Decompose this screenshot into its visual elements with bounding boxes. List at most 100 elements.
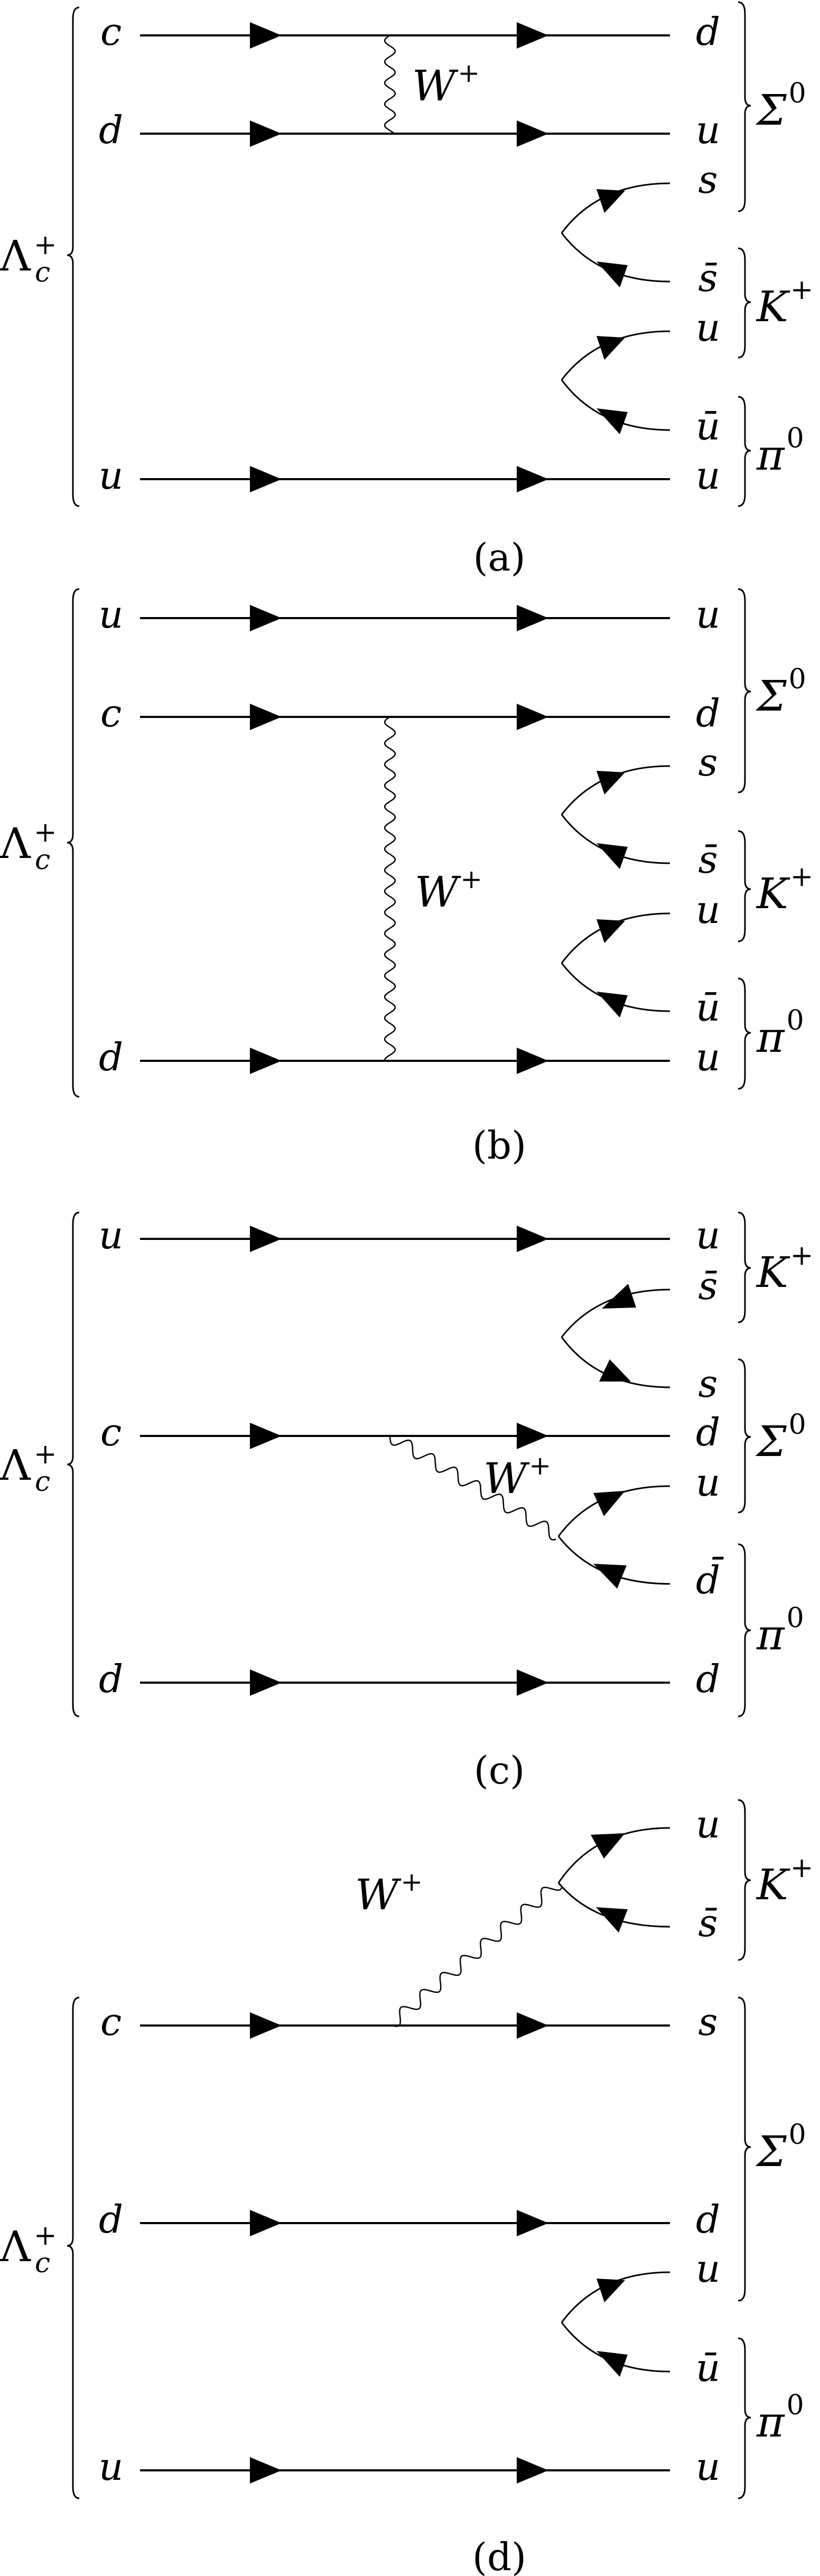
- final-quark-label: u: [696, 1213, 720, 1257]
- fermion-arrow-icon: [597, 2351, 628, 2377]
- initial-quark-label: u: [99, 2444, 123, 2489]
- initial-quark-label: d: [99, 1657, 123, 1701]
- fermion-arrow-icon: [602, 1284, 636, 1309]
- right-brace: [738, 1799, 751, 1961]
- final-quark-label: d: [696, 1410, 720, 1454]
- parent-baryon-symbol: Λ: [0, 1441, 31, 1490]
- parent-baryon-subscript: c: [35, 1466, 50, 1498]
- parent-baryon-subscript: c: [35, 2247, 50, 2279]
- hadron-charge: 0: [787, 1602, 804, 1634]
- fermion-arrow-icon: [597, 771, 625, 795]
- panel-caption: (d): [472, 2535, 526, 2576]
- fermion-arrow-icon: [597, 919, 625, 943]
- initial-quark-label: d: [99, 1035, 123, 1079]
- final-quark-label: s̄: [698, 837, 718, 882]
- fermion-arrow-icon: [517, 2210, 548, 2236]
- hadron-charge: 0: [789, 2119, 806, 2151]
- w-boson-charge: +: [400, 1866, 423, 1897]
- fermion-arrow-icon: [250, 120, 282, 147]
- w-boson-charge: +: [458, 58, 480, 88]
- final-quark-label: s: [698, 740, 718, 785]
- fermion-arrow-icon: [250, 605, 282, 631]
- w-boson-label: W+: [483, 1450, 551, 1503]
- quark-pair-lower-line: [557, 1536, 670, 1585]
- final-quark-label: ū: [696, 2346, 720, 2390]
- hadron-label: Σ0: [755, 78, 806, 135]
- fermion-arrow-icon: [517, 1226, 548, 1252]
- panel-caption: (c): [474, 1748, 525, 1793]
- hadron-charge: 0: [789, 664, 806, 695]
- final-quark-label: u: [696, 1035, 720, 1079]
- hadron-symbol: π: [756, 431, 785, 480]
- w-boson-charge: +: [529, 1450, 551, 1481]
- hadron-charge: +: [790, 1852, 814, 1884]
- final-quark-label: u: [696, 2444, 720, 2489]
- hadron-symbol: Σ: [755, 86, 787, 135]
- w-boson-label: W+: [355, 1866, 423, 1919]
- fermion-arrow-icon: [596, 1907, 628, 1933]
- hadron-label: Σ0: [755, 2119, 806, 2176]
- hadron-symbol: K: [756, 869, 790, 918]
- hadron-charge: +: [790, 861, 814, 893]
- quark-pair-upper-line: [561, 1289, 670, 1338]
- hadron-charge: +: [790, 1240, 814, 1272]
- right-brace: [738, 1, 751, 212]
- initial-quark-label: c: [100, 691, 122, 735]
- hadron-charge: +: [790, 274, 814, 306]
- parent-baryon-subscript: c: [35, 257, 50, 288]
- final-quark-label: s̄: [698, 1901, 718, 1945]
- hadron-label: π0: [756, 2390, 804, 2447]
- parent-baryon-subscript: c: [35, 844, 50, 876]
- hadron-charge: 0: [787, 423, 804, 454]
- final-quark-label: s: [698, 1361, 718, 1406]
- fermion-arrow-icon: [517, 2012, 548, 2039]
- final-quark-label: s̄: [698, 256, 718, 300]
- fermion-arrow-icon: [250, 2457, 282, 2484]
- fermion-arrow-icon: [250, 1226, 282, 1252]
- hadron-label: K+: [756, 274, 813, 331]
- right-brace: [738, 830, 751, 942]
- fermion-arrow-icon: [517, 466, 548, 492]
- fermion-arrow-icon: [517, 605, 548, 631]
- w-boson-label: W+: [415, 864, 482, 917]
- final-quark-label: u: [696, 2246, 720, 2291]
- final-quark-label: u: [696, 888, 720, 932]
- fermion-arrow-icon: [517, 22, 548, 49]
- right-brace: [738, 1211, 751, 1323]
- hadron-symbol: Σ: [755, 1417, 787, 1466]
- w-boson-symbol: W: [415, 867, 461, 917]
- fermion-arrow-icon: [250, 466, 282, 492]
- final-quark-label: ū: [696, 985, 720, 1030]
- right-brace: [738, 1358, 751, 1514]
- fermion-arrow-icon: [250, 22, 282, 49]
- w-boson-charge: +: [460, 864, 482, 894]
- left-brace: [67, 1211, 80, 1718]
- right-brace: [738, 1543, 751, 1718]
- hadron-label: K+: [756, 1240, 813, 1297]
- initial-quark-label: c: [100, 10, 122, 54]
- final-quark-label: u: [696, 108, 720, 152]
- parent-baryon-symbol: Λ: [0, 819, 31, 868]
- hadron-symbol: Σ: [755, 671, 787, 721]
- right-brace: [738, 396, 751, 507]
- fermion-arrow-icon: [517, 1423, 548, 1449]
- fermion-arrow-icon: [591, 1833, 625, 1859]
- hadron-symbol: Σ: [755, 2127, 787, 2176]
- initial-quark-label: d: [99, 2197, 123, 2242]
- panel-caption: (a): [473, 535, 525, 580]
- left-brace: [67, 588, 80, 1098]
- hadron-symbol: π: [756, 1013, 785, 1062]
- parent-baryon-charge: +: [34, 817, 57, 848]
- hadron-label: K+: [756, 861, 813, 918]
- initial-quark-label: u: [99, 592, 123, 637]
- fermion-arrow-icon: [250, 1669, 282, 1696]
- final-quark-label: s̄: [698, 1264, 718, 1308]
- final-quark-label: u: [696, 1802, 720, 1846]
- final-quark-label: d: [696, 691, 720, 735]
- final-quark-label: d̄: [696, 1556, 724, 1602]
- quark-pair-lower-line: [561, 1337, 670, 1388]
- hadron-symbol: K: [756, 1248, 790, 1297]
- hadron-symbol: K: [756, 1860, 790, 1909]
